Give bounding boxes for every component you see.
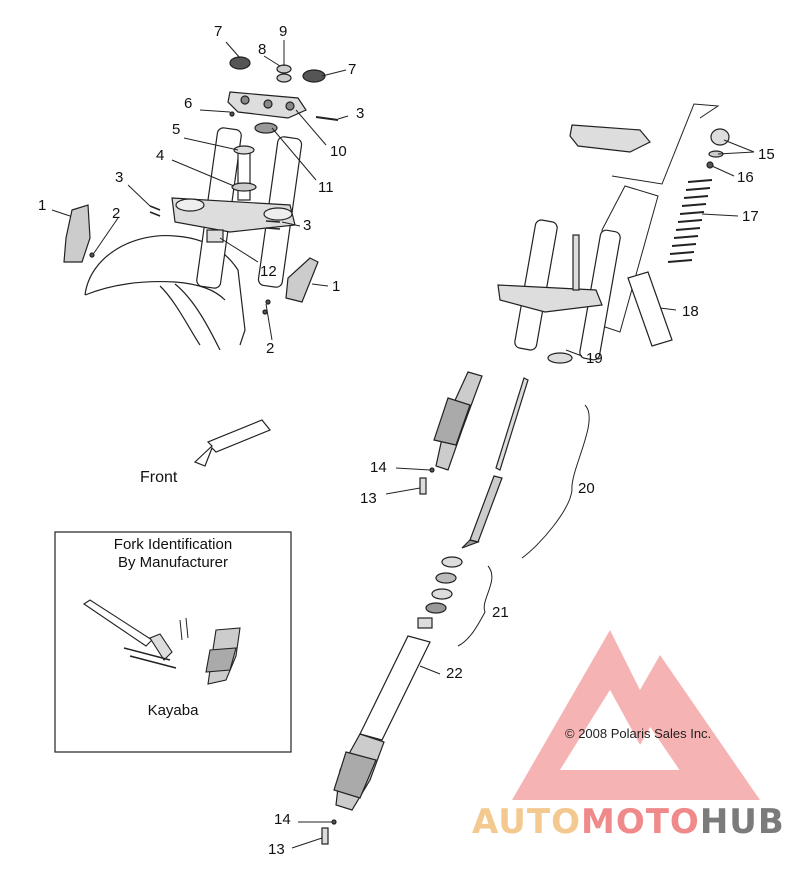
callout-6: 6: [184, 95, 193, 112]
callout-3-top: 3: [356, 105, 365, 122]
callout-7-left: 7: [214, 23, 223, 40]
front-fork-assembly-left: [63, 56, 339, 351]
callout-7-right: 7: [348, 61, 357, 78]
callout-17: 17: [742, 208, 759, 225]
callout-5: 5: [172, 121, 181, 138]
callout-22: 22: [446, 665, 463, 682]
fork-assembly-right: [321, 103, 730, 845]
copyright-notice: © 2008 Polaris Sales Inc.: [565, 726, 712, 741]
callout-20: 20: [578, 480, 595, 497]
callout-15: 15: [758, 146, 775, 163]
watermark-part-moto: MOTO: [580, 802, 700, 842]
callout-12: 12: [260, 263, 277, 280]
callout-9: 9: [279, 23, 288, 40]
callout-10: 10: [330, 143, 347, 160]
callout-1-left: 1: [38, 197, 47, 214]
leader-lines-left: [51, 40, 349, 341]
callout-2-left: 2: [112, 205, 121, 222]
callout-21: 21: [492, 604, 509, 621]
watermark-logo-icon: [512, 630, 760, 800]
leader-lines-right: [291, 139, 755, 849]
inset-title-line1: Fork Identification: [113, 536, 233, 553]
watermark-part-hub: HUB: [699, 802, 785, 842]
callout-8: 8: [258, 41, 267, 58]
callout-2-bottom: 2: [266, 340, 275, 357]
callout-11: 11: [318, 179, 334, 196]
callout-13-bottom: 13: [268, 841, 285, 858]
callout-4: 4: [156, 147, 165, 164]
callout-1-right: 1: [332, 278, 341, 295]
fork-identification-inset: [54, 531, 292, 753]
inset-title-line2: By Manufacturer: [117, 554, 229, 571]
callout-16: 16: [737, 169, 754, 186]
watermark-text: AUTOMOTOHUB: [472, 802, 785, 842]
callout-19: 19: [586, 350, 603, 367]
callout-18: 18: [682, 303, 699, 320]
callout-3-right: 3: [303, 217, 312, 234]
callout-13-top: 13: [360, 490, 377, 507]
front-direction-arrow-icon: [193, 419, 271, 467]
inset-manufacturer-label: Kayaba: [147, 702, 199, 719]
callout-3-left: 3: [115, 169, 124, 186]
callout-14-top: 14: [370, 459, 387, 476]
range-brackets: [457, 404, 590, 647]
callout-14-bottom: 14: [274, 811, 291, 828]
front-label: Front: [140, 469, 178, 486]
watermark-part-auto: AUTO: [472, 802, 581, 842]
